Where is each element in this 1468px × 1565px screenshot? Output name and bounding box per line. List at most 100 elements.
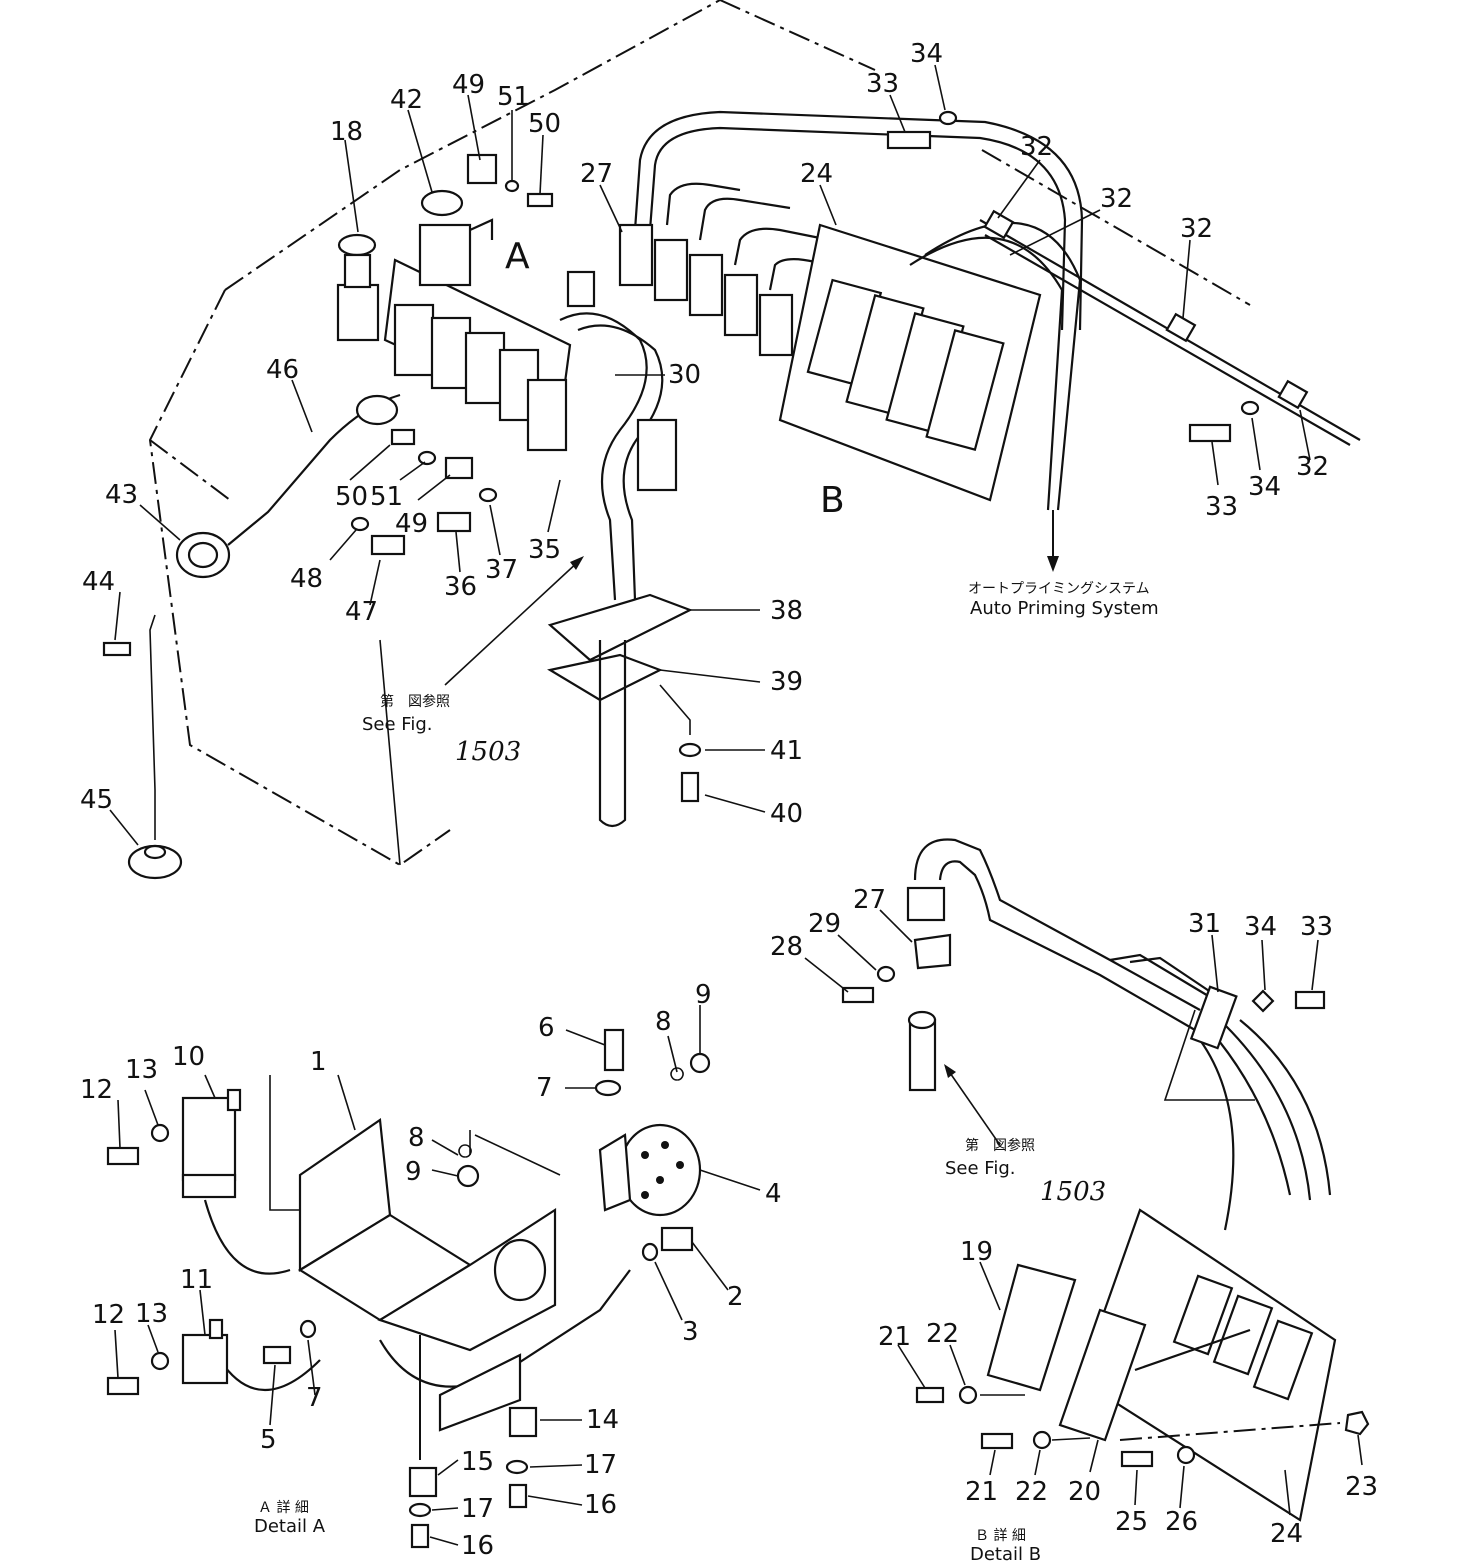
detail-a-title-en: Detail A — [254, 1516, 326, 1537]
detail-a-drawing — [106, 1028, 711, 1549]
callout-label: 9 — [695, 980, 712, 1010]
callout-label: 49 — [395, 509, 428, 539]
callout-label: 9 — [405, 1157, 422, 1187]
callout-label: 22 — [926, 1319, 959, 1349]
callout-label: 7 — [536, 1073, 553, 1103]
callout-label: 38 — [770, 596, 803, 626]
callout-label: 17 — [461, 1494, 494, 1524]
callout-label: 7 — [306, 1383, 323, 1413]
callout-label: 32 — [1020, 132, 1053, 162]
detail-b-drawing — [841, 838, 1370, 1522]
callout-label: 24 — [800, 159, 833, 189]
detail-a-leaders — [114, 1005, 761, 1546]
callout-label: 32 — [1180, 214, 1213, 244]
callout-label: 42 — [390, 85, 423, 115]
callout-label: 34 — [1244, 912, 1277, 942]
callout-label: 51 — [370, 482, 403, 512]
callout-label: 33 — [1300, 912, 1333, 942]
callout-label: 13 — [125, 1055, 158, 1085]
callout-label: 8 — [655, 1007, 672, 1037]
detail-a-callouts: 1 10 13 12 11 13 12 6 8 9 7 8 9 4 2 3 5 … — [80, 980, 782, 1561]
callout-label: 16 — [461, 1531, 494, 1561]
see-fig-label-en: See Fig. — [362, 714, 433, 735]
callout-label: 14 — [586, 1405, 619, 1435]
detail-b-leaders — [804, 909, 1363, 1516]
callout-label: 30 — [668, 360, 701, 390]
callout-label: 33 — [866, 69, 899, 99]
callout-label: 1 — [310, 1047, 327, 1077]
callout-label: 32 — [1100, 184, 1133, 214]
callout-label: 12 — [80, 1075, 113, 1105]
callout-label: 33 — [1205, 492, 1238, 522]
callout-label: 4 — [765, 1179, 782, 1209]
callout-label: 40 — [770, 799, 803, 829]
overview-leaders — [109, 64, 1311, 846]
see-fig-label-jp: 第 図参照 — [965, 1137, 1035, 1154]
view-marker-a: A — [505, 236, 530, 277]
callout-label: 48 — [290, 564, 323, 594]
callout-label: 11 — [180, 1265, 213, 1295]
callout-label: 10 — [172, 1042, 205, 1072]
callout-label: 27 — [580, 159, 613, 189]
callout-label: 45 — [80, 785, 113, 815]
callout-label: 20 — [1068, 1477, 1101, 1507]
callout-label: 32 — [1296, 452, 1329, 482]
see-fig-label-en: See Fig. — [945, 1158, 1016, 1179]
callout-label: 29 — [808, 909, 841, 939]
detail-a-title-jp: Ａ 詳 細 — [258, 1500, 309, 1516]
callout-label: 44 — [82, 567, 115, 597]
see-fig-label-jp: 第 図参照 — [380, 693, 450, 710]
mount-bracket-assembly — [547, 593, 702, 828]
callout-label: 8 — [408, 1123, 425, 1153]
callout-label: 19 — [960, 1237, 993, 1267]
auto-priming-label-jp: オートプライミングシステム — [968, 581, 1150, 597]
auto-priming-label-en: Auto Priming System — [970, 598, 1159, 619]
detail-b-title-en: Detail B — [970, 1544, 1041, 1565]
callout-label: 3 — [682, 1317, 699, 1347]
callout-label: 34 — [910, 39, 943, 69]
callout-label: 31 — [1188, 909, 1221, 939]
callout-label: 2 — [727, 1282, 744, 1312]
callout-label: 15 — [461, 1447, 494, 1477]
fig-number: 1503 — [455, 737, 521, 767]
callout-label: 50 — [528, 109, 561, 139]
callout-label: 50 — [335, 482, 368, 512]
callout-label: 39 — [770, 667, 803, 697]
fig-number: 1503 — [1040, 1177, 1106, 1207]
detail-b-callouts: 27 28 29 31 34 33 19 21 22 21 22 20 25 2… — [770, 885, 1378, 1565]
sensor-and-cap — [102, 110, 1260, 880]
callout-label: 46 — [266, 355, 299, 385]
fuel-lines-assembly — [559, 110, 1361, 601]
callout-label: 21 — [878, 1322, 911, 1352]
callout-label: 34 — [1248, 472, 1281, 502]
callout-label: 22 — [1015, 1477, 1048, 1507]
callout-label: 41 — [770, 736, 803, 766]
callout-label: 24 — [1270, 1519, 1303, 1549]
callout-label: 28 — [770, 932, 803, 962]
callout-label: 12 — [92, 1300, 125, 1330]
callout-label: 6 — [538, 1013, 555, 1043]
callout-label: 36 — [444, 572, 477, 602]
callout-label: 47 — [345, 597, 378, 627]
detail-b-title-jp: Ｂ 詳 細 — [975, 1528, 1026, 1544]
callout-label: 43 — [105, 480, 138, 510]
callout-label: 49 — [452, 70, 485, 100]
callout-label: 18 — [330, 117, 363, 147]
view-marker-b: B — [820, 480, 845, 521]
callout-label: 26 — [1165, 1507, 1198, 1537]
callout-label: 21 — [965, 1477, 998, 1507]
callout-label: 37 — [485, 555, 518, 585]
callout-label: 17 — [584, 1450, 617, 1480]
callout-label: 25 — [1115, 1507, 1148, 1537]
callout-label: 13 — [135, 1299, 168, 1329]
callout-label: 23 — [1345, 1472, 1378, 1502]
callout-label: 5 — [260, 1425, 277, 1455]
overview-callouts: 18 42 49 51 50 27 24 33 34 32 32 32 32 3… — [80, 39, 1329, 829]
callout-label: 27 — [853, 885, 886, 915]
relay-bracket-assembly — [336, 189, 572, 452]
overview-phantom-lines — [148, 0, 1251, 867]
callout-label: 35 — [528, 535, 561, 565]
callout-label: 16 — [584, 1490, 617, 1520]
callout-label: 51 — [497, 82, 530, 112]
